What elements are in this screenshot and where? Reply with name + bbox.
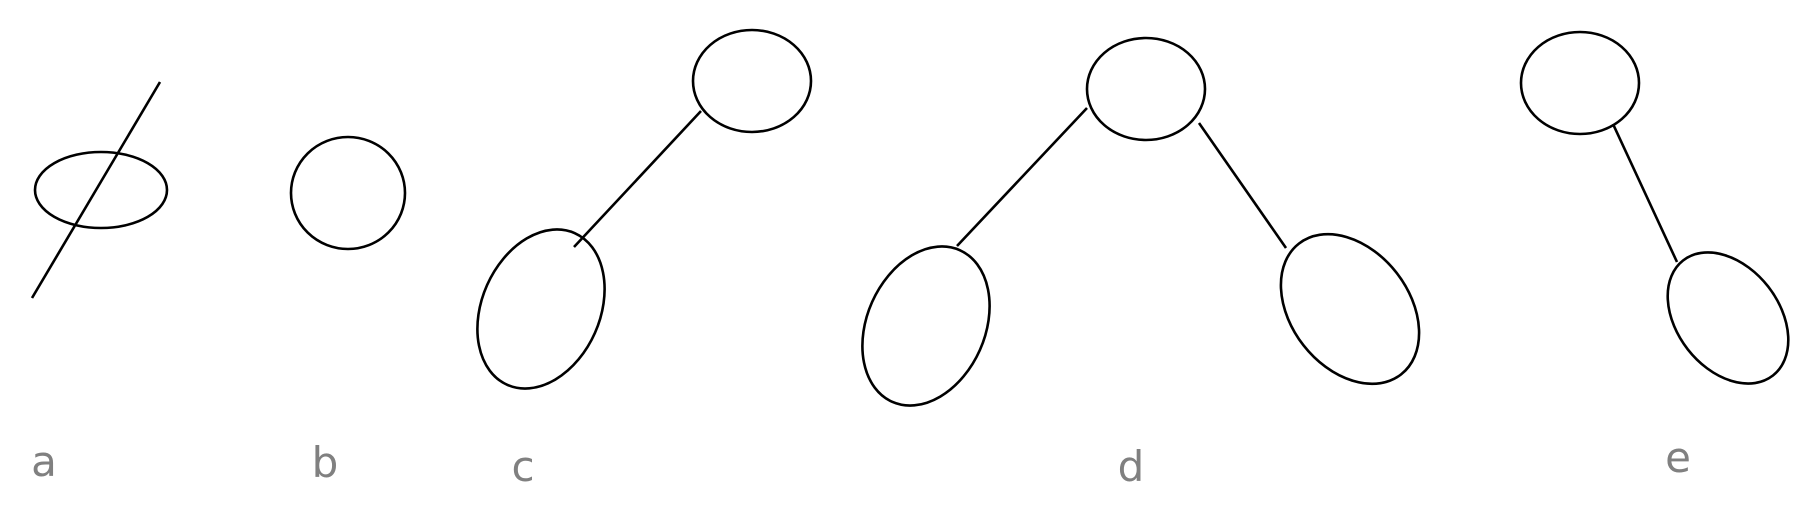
- panel-a-ellipse: [33, 150, 169, 230]
- panel-a-label: a: [31, 437, 57, 486]
- panel-d-right-child-node: [1279, 232, 1421, 386]
- panel-b: b: [289, 135, 407, 487]
- panel-d-label: d: [1118, 442, 1145, 491]
- panel-c-edge: [573, 110, 702, 248]
- panel-d-left-child-node: [861, 245, 991, 407]
- panel-d: d: [861, 36, 1421, 491]
- panel-a: a: [30, 81, 169, 486]
- panel-e-edge: [1611, 123, 1679, 263]
- panel-d-parent-node: [1085, 36, 1207, 142]
- panel-d-left-edge: [956, 107, 1088, 247]
- panel-b-circle: [289, 135, 407, 251]
- panel-c-parent-node: [691, 28, 813, 134]
- panel-c: c: [476, 28, 813, 491]
- panel-e-label: e: [1665, 433, 1691, 482]
- panel-c-left-child-node: [476, 228, 606, 390]
- panel-c-label: c: [511, 442, 534, 491]
- panel-b-label: b: [312, 438, 339, 487]
- panel-e-parent-node: [1519, 30, 1641, 136]
- panel-e: e: [1519, 30, 1790, 482]
- panel-a-slash-line: [30, 81, 162, 299]
- panel-d-right-edge: [1197, 122, 1288, 249]
- panel-e-right-child-node: [1666, 251, 1790, 385]
